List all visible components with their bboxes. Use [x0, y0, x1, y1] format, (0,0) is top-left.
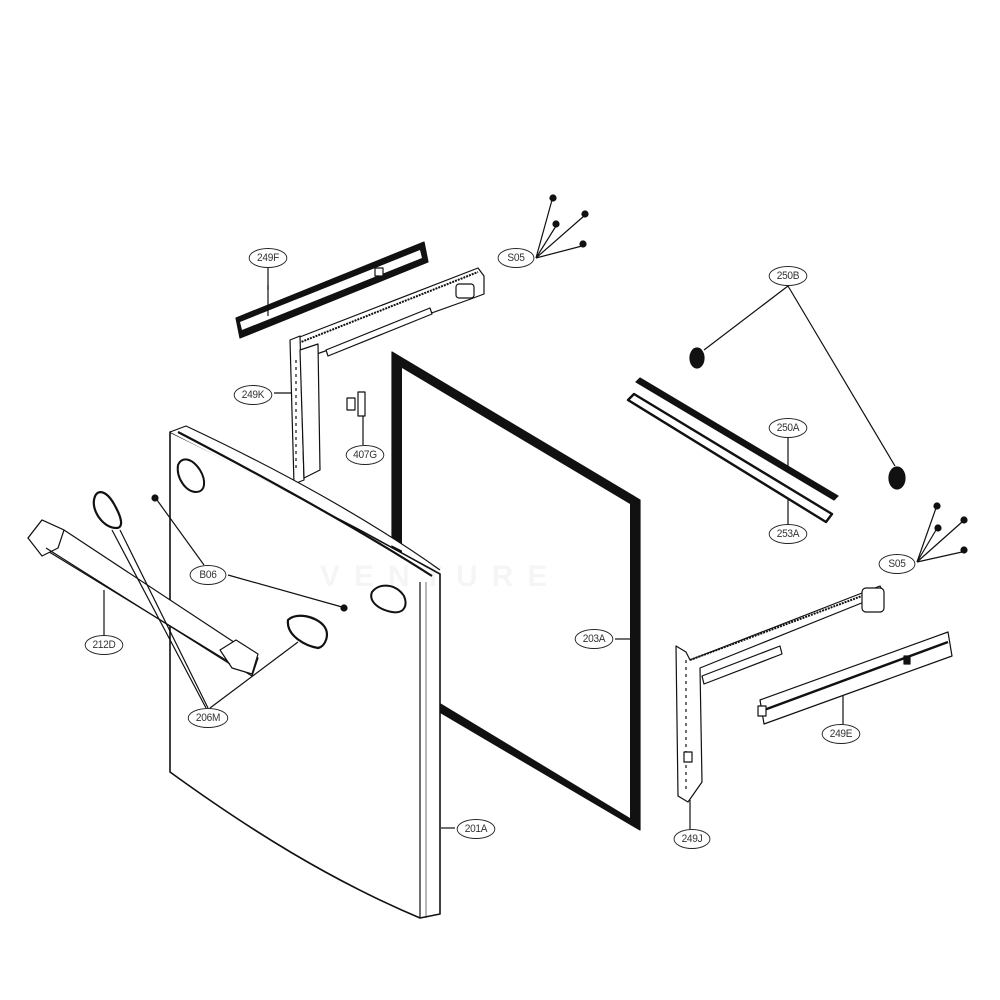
- callout-s05-right: S05: [878, 554, 916, 574]
- callout-206m: 206M: [187, 708, 229, 728]
- callout-250a: 250A: [768, 418, 808, 438]
- rail-249e: [757, 631, 953, 725]
- rail-249f: [235, 241, 429, 339]
- callout-250b: 250B: [768, 266, 808, 286]
- callout-label: 250A: [776, 422, 800, 434]
- rods-250a-253a: [626, 377, 839, 524]
- door-panel-201a: [169, 425, 455, 919]
- callout-212d: 212D: [84, 635, 124, 655]
- callout-249k: 249K: [233, 385, 273, 405]
- callout-label: 212D: [92, 639, 116, 651]
- callout-label: 250B: [776, 270, 800, 282]
- callout-253a: 253A: [768, 524, 808, 544]
- callout-label: 249F: [257, 252, 279, 264]
- callout-b06: B06: [189, 565, 227, 585]
- callout-249f: 249F: [248, 248, 288, 268]
- screws-b06: [151, 494, 348, 612]
- bracket-249j: [675, 585, 885, 829]
- watermark: VENTURE: [320, 560, 561, 594]
- callout-201a: 201A: [456, 819, 496, 839]
- handle-212d: [27, 519, 259, 677]
- callout-label: 407G: [353, 449, 377, 461]
- callout-label: 206M: [195, 712, 221, 724]
- caps-206m: [92, 491, 328, 709]
- callout-label: B06: [199, 569, 217, 581]
- gears-250b: [689, 285, 906, 490]
- callout-label: 253A: [776, 528, 800, 540]
- callout-label: S05: [507, 252, 525, 264]
- callout-203a: 203A: [574, 629, 614, 649]
- bracket-249k: [274, 267, 485, 485]
- callout-s05-top: S05: [497, 248, 535, 268]
- latch-407g: [346, 391, 366, 445]
- callout-label: 249K: [241, 389, 265, 401]
- callout-label: 249J: [681, 833, 703, 845]
- callout-label: S05: [888, 558, 906, 570]
- callout-407g: 407G: [345, 445, 385, 465]
- callout-label: 201A: [464, 823, 488, 835]
- screws-s05-right: [916, 502, 968, 563]
- callout-label: 203A: [582, 633, 606, 645]
- callout-249e: 249E: [821, 724, 861, 744]
- callout-249j: 249J: [673, 829, 711, 849]
- screws-s05-top: [535, 194, 589, 259]
- callout-label: 249E: [829, 728, 853, 740]
